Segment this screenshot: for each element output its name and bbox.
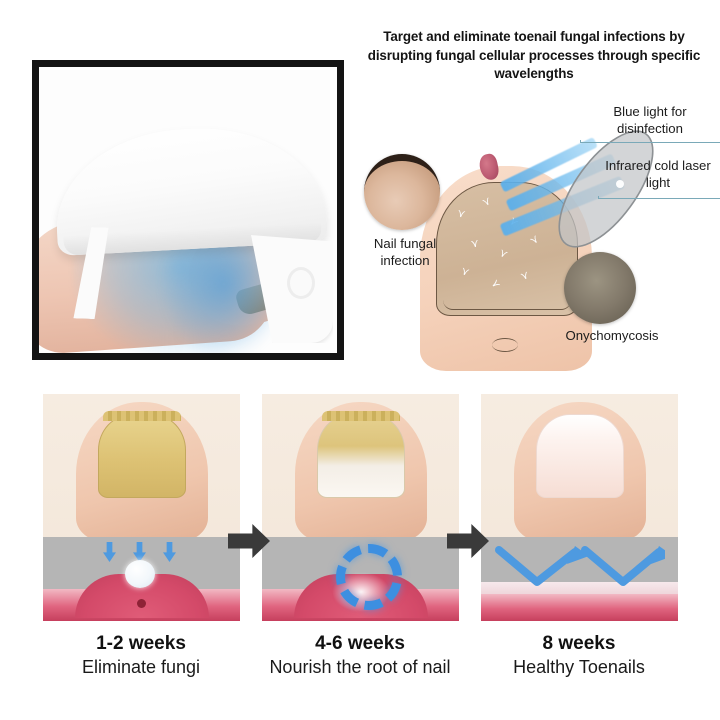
product-photo-frame — [32, 60, 344, 360]
zigzag-arrows-icon — [493, 544, 673, 588]
fungal-hypha-icon: ⋎ — [488, 277, 503, 291]
toe-crease — [492, 338, 518, 352]
label-infrared: Infrared cold laser light — [605, 158, 711, 190]
page-title: Target and eliminate toenail fungal infe… — [367, 29, 701, 81]
label-nail-fungal-infection: Nail fungal infection — [373, 236, 437, 268]
onychomycosis-callout — [564, 252, 636, 324]
leader-line-infrared — [598, 196, 720, 199]
lamp-leg-hole — [287, 267, 315, 299]
timeline-panel-2 — [262, 394, 459, 621]
timeline-desc-3: Healthy Toenails — [513, 657, 645, 677]
product-photo — [39, 67, 337, 353]
treatment-droplet — [125, 560, 155, 588]
toe-photo-1 — [76, 402, 208, 542]
laser-lens-disc — [538, 116, 674, 262]
nail-state-infected — [98, 411, 186, 498]
fungal-hypha-icon: ⋎ — [459, 265, 471, 279]
leader-line-blue-light — [580, 140, 720, 143]
timeline-desc-2: Nourish the root of nail — [269, 657, 451, 677]
timeline-week-3: 8 weeks — [542, 633, 616, 654]
infection-spot — [137, 599, 146, 608]
timeline-panel-3 — [481, 394, 678, 621]
fungal-hypha-icon: ⋎ — [519, 269, 531, 284]
healthy-tissue-layer — [481, 582, 678, 594]
fungal-hypha-icon: ⋎ — [455, 207, 467, 221]
timeline-week-1: 1-2 weeks — [96, 633, 186, 654]
label-blue-light: Blue light for disinfection — [613, 104, 687, 136]
timeline-panel-1 — [43, 394, 240, 621]
fungal-hypha-icon: ⋎ — [469, 237, 480, 251]
timeline-week-2: 4-6 weeks — [315, 633, 405, 654]
nail-state-partially-healed — [317, 411, 405, 498]
timeline-desc-1: Eliminate fungi — [81, 657, 201, 677]
fungal-hypha-icon: ⋎ — [497, 246, 510, 262]
nail-state-healthy — [536, 414, 624, 498]
fungal-hypha-icon: ⋎ — [480, 194, 494, 210]
treatment-mechanism-diagram: ⋎ ⋎ ⋎ ⋎ ⋎ ⋎ ⋎ ⋎ ⋎ — [352, 96, 720, 371]
nail-fungal-infection-callout — [364, 154, 440, 230]
timeline-caption-2: 4-6 weeks Nourish the root of nail — [255, 632, 465, 678]
toe-photo-2 — [295, 402, 427, 542]
circular-arrows-icon — [336, 544, 402, 610]
timeline-caption-1: 1-2 weeks Eliminate fungi — [36, 632, 246, 678]
dermis-layer-3 — [481, 594, 678, 621]
toe-photo-3 — [514, 402, 646, 542]
label-onychomycosis: Onychomycosis — [565, 328, 659, 343]
timeline-caption-3: 8 weeks Healthy Toenails — [474, 632, 684, 678]
